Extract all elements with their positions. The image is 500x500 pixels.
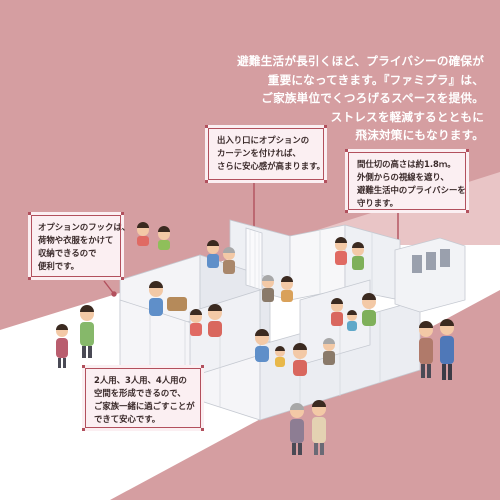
callout-line: 便利です。 — [38, 261, 80, 271]
callout-partition: 間仕切の高さは約1.8ｍ。 外側からの視線を遮り、 避難生活中のプライバシーを … — [345, 149, 469, 213]
callout-line: できて安心です。 — [94, 414, 161, 424]
callout-line: 収納できるので — [38, 248, 97, 258]
callout-line: 空間を形成できるので、 — [94, 388, 186, 398]
headline-line: 避難生活が長引くほど、プライバシーの確保が — [237, 54, 484, 68]
callout-line: 外側からの視線を遮り、 — [357, 172, 449, 182]
callout-capacity: 2人用、3人用、4人用の 空間を形成できるので、 ご家族一緒に過ごすことが でき… — [82, 365, 204, 431]
callout-line: カーテンを付ければ、 — [217, 148, 301, 158]
callout-curtain: 出入り口にオプションの カーテンを付ければ、 さらに安心感が高まります。 — [205, 125, 327, 183]
callout-line: 荷物や衣服をかけて — [38, 235, 114, 245]
headline-line: ストレスを軽減するとともに — [330, 109, 484, 124]
callout-line: オプションのフックは、 — [38, 222, 131, 232]
callout-line: 間仕切の高さは約1.8ｍ。 — [357, 159, 456, 169]
callout-line: ご家族一緒に過ごすことが — [94, 401, 195, 411]
people-figures — [56, 222, 454, 455]
callout-line: 2人用、3人用、4人用の — [94, 375, 187, 385]
callout-line: さらに安心感が高まります。 — [217, 161, 326, 171]
callout-line: 守ります。 — [357, 198, 399, 208]
callout-line: 避難生活中のプライバシーを — [357, 185, 466, 195]
headline-text: 避難生活が長引くほど、プライバシーの確保が 重要になってきます。『ファミプラ』は… — [200, 52, 484, 145]
callout-hook: オプションのフックは、 荷物や衣服をかけて 収納できるので 便利です。 — [28, 212, 131, 280]
callout-line: 出入り口にオプションの — [217, 135, 310, 145]
headline-line: ご家族単位でくつろげるスペースを提供。 — [261, 91, 484, 105]
partition-booths — [119, 219, 466, 421]
headline-line: 飛沫対策にもなります。 — [355, 128, 484, 142]
headline-line: 重要になってきます。『ファミプラ』は、 — [267, 72, 484, 87]
